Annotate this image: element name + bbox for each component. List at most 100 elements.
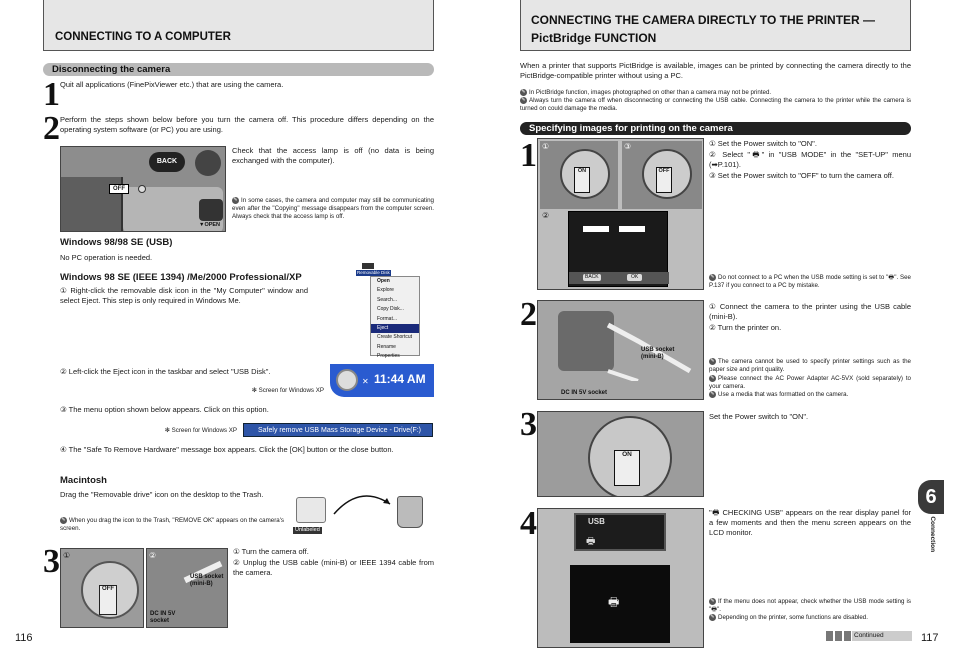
- back-button: BACK: [149, 152, 185, 172]
- s2-step2: ② Turn the printer on.: [709, 323, 782, 332]
- right-note2: ✎Always turn the camera off when disconn…: [520, 97, 911, 112]
- s1-step2: ② Select "🖶" in "USB MODE" in the "SET-U…: [709, 150, 911, 169]
- removable-drive-label: Unlabeled: [293, 527, 322, 535]
- printer-icon: 🖶: [608, 595, 620, 609]
- note-icon: ✎: [709, 598, 716, 605]
- menu-item-properties[interactable]: Properties: [377, 353, 400, 360]
- camera-usb-photo: ②: [146, 548, 228, 628]
- eject-tray-icon[interactable]: [336, 369, 358, 391]
- camera-back-photo: BACK OFF ▼OPEN: [60, 146, 226, 232]
- right-usb-socket-label: USB socket (mini-B): [641, 347, 675, 360]
- s1-step3: ③ Set the Power switch to "OFF" to turn …: [709, 171, 894, 180]
- left-step-3: 3: [43, 543, 60, 580]
- mac-text: Drag the "Removable drive" icon on the d…: [60, 490, 264, 499]
- s4-note1: ✎If the menu does not appear, check whet…: [709, 598, 911, 613]
- screen-xp-caption-2: ✻ Screen for Windows XP: [164, 427, 237, 434]
- drag-arrow-icon: [333, 495, 391, 515]
- note-icon: ✎: [232, 197, 239, 204]
- off-label: OFF: [109, 184, 129, 194]
- s2-note2: ✎Please connect the AC Power Adapter AC-…: [709, 375, 911, 390]
- winme-step1: ① Right-click the removable disk icon in…: [60, 286, 308, 305]
- close-icon: ✕: [362, 377, 369, 386]
- s4-note2: ✎Depending on the printer, some function…: [709, 614, 868, 621]
- right-dcin-socket-label: DC IN 5V socket: [561, 390, 608, 396]
- menu-item-open[interactable]: Open: [377, 278, 390, 284]
- note-icon: ✎: [709, 375, 716, 382]
- right-header-line1: CONNECTING THE CAMERA DIRECTLY TO THE PR…: [531, 13, 876, 27]
- right-header-line2: PictBridge FUNCTION: [531, 31, 657, 45]
- left-step-1: 1: [43, 76, 60, 113]
- context-menu: Open Explore Search... Copy Disk... Form…: [370, 276, 420, 359]
- left-header: CONNECTING TO A COMPUTER: [43, 0, 434, 51]
- menu-item-format[interactable]: Format...: [377, 315, 398, 322]
- continued-label: Continued: [852, 631, 912, 641]
- s1-note: ✎Do not connect to a PC when the USB mod…: [709, 274, 911, 289]
- right-step-3: 3: [520, 406, 537, 443]
- safe-remove-option[interactable]: Safely remove USB Mass Storage Device - …: [243, 423, 433, 437]
- lcd-back-button: BACK: [583, 274, 601, 281]
- lamp-note: ✎In some cases, the camera and computer …: [232, 197, 434, 220]
- lcd-ok-button: OK: [627, 274, 643, 281]
- note-icon: ✎: [709, 358, 716, 365]
- menu-screen-lcd: 🖶: [570, 565, 670, 643]
- left-step2-text: Perform the steps shown below before you…: [60, 115, 434, 134]
- left-step3-2: ② Unplug the USB cable (mini-B) or IEEE …: [233, 558, 434, 577]
- removable-disk-icon[interactable]: [362, 263, 374, 269]
- s2-note1: ✎The camera cannot be used to specify pr…: [709, 358, 911, 373]
- note-icon: ✎: [709, 274, 716, 281]
- menu-item-eject[interactable]: Eject: [371, 323, 419, 334]
- mac-title: Macintosh: [60, 475, 107, 486]
- note-icon: ✎: [709, 391, 716, 398]
- trash-icon[interactable]: [397, 496, 423, 528]
- step1-photo-panel: ① ON ③ OFF ② BACK OK: [537, 138, 704, 290]
- menu-item-explore[interactable]: Explore: [377, 287, 394, 294]
- s3-text: Set the Power switch to "ON".: [709, 412, 809, 421]
- usb-panel-label: USB: [588, 517, 605, 526]
- right-step-4: 4: [520, 505, 537, 542]
- chapter-tab-label: Connection: [929, 516, 937, 553]
- taskbar: ✕ 11:44 AM: [330, 364, 434, 397]
- chapter-tab: 6: [918, 480, 944, 514]
- left-step3-1: ① Turn the camera off.: [233, 547, 309, 556]
- s4-text: "🖶 CHECKING USB" appears on the rear dis…: [709, 508, 911, 537]
- menu-item-copy-disk[interactable]: Copy Disk...: [377, 306, 404, 313]
- taskbar-time: 11:44 AM: [374, 372, 426, 386]
- rear-display-panel: USB 🖶: [574, 513, 666, 551]
- win98-title: Windows 98/98 SE (USB): [60, 237, 173, 248]
- removable-drive-icon[interactable]: [296, 497, 326, 523]
- note-icon: ✎: [60, 517, 67, 524]
- note-icon: ✎: [709, 614, 716, 621]
- left-step-2: 2: [43, 110, 60, 147]
- usb-socket-label: USB socket (mini-B): [190, 574, 224, 587]
- note-icon: ✎: [520, 89, 527, 96]
- right-step-2: 2: [520, 296, 537, 333]
- open-label: ▼OPEN: [199, 222, 221, 228]
- lamp-text: Check that the access lamp is off (no da…: [232, 146, 434, 165]
- right-section-pill: Specifying images for printing on the ca…: [520, 122, 911, 135]
- step2-usb-photo: [537, 300, 704, 400]
- winme-step2: ② Left-click the Eject icon in the taskb…: [60, 367, 271, 376]
- win98-text: No PC operation is needed.: [60, 253, 153, 262]
- continued-blocks: [826, 631, 852, 641]
- mac-note: ✎When you drag the icon to the Trash, "R…: [60, 517, 284, 532]
- winme-title: Windows 98 SE (IEEE 1394) /Me/2000 Profe…: [60, 272, 302, 283]
- right-step-1: 1: [520, 137, 537, 174]
- menu-item-create-shortcut[interactable]: Create Shortcut: [377, 334, 413, 341]
- note-icon: ✎: [520, 97, 527, 104]
- menu-item-search[interactable]: Search...: [377, 296, 398, 303]
- left-step1-text: Quit all applications (FinePixViewer etc…: [60, 80, 284, 89]
- left-page-number: 116: [15, 632, 33, 644]
- left-section-pill: Disconnecting the camera: [43, 63, 434, 76]
- winme-step3: ③ The menu option shown below appears. C…: [60, 405, 269, 414]
- s2-step1: ① Connect the camera to the printer usin…: [709, 302, 911, 321]
- printer-icon: 🖶: [586, 536, 596, 547]
- right-page-number: 117: [921, 632, 939, 644]
- removable-disk-label: Removable Disk: [356, 270, 391, 276]
- right-header: CONNECTING THE CAMERA DIRECTLY TO THE PR…: [520, 0, 911, 51]
- dcin-socket-label: DC IN 5V socket: [150, 611, 176, 624]
- step4-panel-photo: USB 🖶 🖶: [537, 508, 704, 648]
- step3-power-photo: ON: [537, 411, 704, 497]
- right-intro: When a printer that supports PictBridge …: [520, 61, 911, 80]
- s1-step1: ① Set the Power switch to "ON".: [709, 139, 817, 148]
- menu-item-rename[interactable]: Rename: [377, 343, 396, 350]
